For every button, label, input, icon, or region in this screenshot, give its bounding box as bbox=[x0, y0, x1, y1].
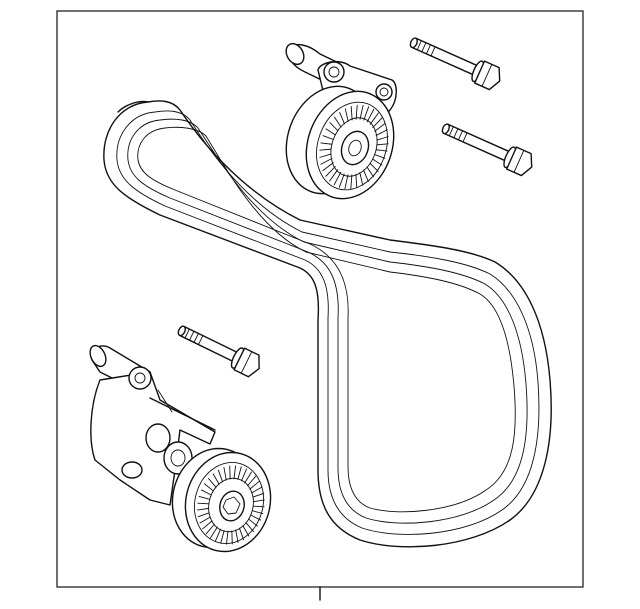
pulley-rib bbox=[329, 122, 339, 132]
pulley-rib bbox=[249, 480, 260, 490]
bolt-lower bbox=[177, 325, 260, 378]
pulley-rib bbox=[248, 518, 258, 527]
pulley-rib bbox=[376, 143, 389, 146]
idler-pulley-upper bbox=[285, 42, 397, 200]
pulley-rib bbox=[214, 528, 222, 542]
pulley-rib bbox=[235, 529, 239, 543]
pulley-rib bbox=[237, 466, 242, 480]
pulley-rib bbox=[350, 105, 353, 121]
pulley-rib bbox=[344, 108, 349, 123]
pulley-rib bbox=[233, 465, 237, 480]
pulley-rib bbox=[240, 468, 248, 482]
pulley-rib bbox=[338, 173, 345, 188]
pulley-rib bbox=[339, 111, 345, 125]
pulley-rib bbox=[375, 149, 388, 152]
belt-tensioner-assembly bbox=[89, 344, 272, 553]
pulley-rib bbox=[220, 530, 225, 544]
pulley-rib bbox=[369, 162, 379, 172]
pulley-rib bbox=[366, 166, 374, 178]
pulley-rib bbox=[359, 171, 364, 186]
pulley-rib bbox=[359, 104, 364, 120]
pulley-rib bbox=[372, 158, 383, 166]
pulley-rib bbox=[319, 153, 332, 158]
pulley-rib bbox=[350, 174, 353, 190]
pulley-rib bbox=[242, 525, 250, 537]
pulley-rib bbox=[333, 171, 342, 186]
pulley-rib bbox=[374, 122, 386, 132]
pulley-rib bbox=[319, 148, 332, 151]
pulley-rib bbox=[251, 486, 263, 494]
pulley-rib bbox=[325, 166, 336, 177]
pulley-rib bbox=[212, 473, 220, 485]
pulley-rib bbox=[320, 158, 333, 165]
pulley-rib bbox=[322, 135, 334, 140]
pulley-rib bbox=[205, 523, 215, 535]
pulley-rib bbox=[250, 514, 262, 521]
pulley-rib bbox=[375, 129, 388, 136]
pulley-rib bbox=[329, 169, 339, 182]
pulley-rib bbox=[355, 173, 358, 189]
pulley-rib bbox=[252, 492, 265, 498]
pulley-rib bbox=[334, 116, 342, 128]
pulley-rib bbox=[199, 516, 211, 524]
bolt-upper-1 bbox=[409, 37, 501, 91]
serpentine-belt bbox=[103, 100, 552, 548]
pulley-rib bbox=[244, 471, 252, 484]
pulley-rib bbox=[247, 475, 257, 487]
pulley-rib bbox=[223, 467, 227, 481]
pulley-rib bbox=[204, 483, 214, 492]
pulley-rib bbox=[355, 104, 358, 120]
pulley-rib bbox=[363, 106, 370, 121]
pulley-rib bbox=[252, 505, 265, 508]
pulley-rib bbox=[208, 478, 217, 488]
pulley-rib bbox=[325, 128, 336, 136]
pulley-rib bbox=[198, 496, 211, 500]
pulley-rib bbox=[245, 522, 254, 532]
pulley-rib bbox=[369, 112, 379, 125]
pulley-rib bbox=[202, 520, 213, 530]
pulley-rib bbox=[197, 512, 210, 518]
pulley-rib bbox=[197, 507, 210, 511]
pulley-rib bbox=[320, 142, 333, 145]
pulley-rib bbox=[374, 154, 386, 159]
pulley-rib bbox=[238, 527, 245, 541]
pulley-rib bbox=[225, 530, 229, 545]
pulley-rib bbox=[210, 526, 218, 539]
pulley-rib bbox=[197, 502, 210, 505]
bolt-upper-2 bbox=[441, 123, 533, 177]
pulley-rib bbox=[372, 117, 383, 128]
pulley-rib bbox=[344, 174, 349, 190]
pulley-rib bbox=[322, 162, 334, 172]
pulley-rib bbox=[363, 169, 369, 183]
pulley-rib bbox=[251, 510, 264, 514]
pulley-rib bbox=[200, 489, 212, 496]
pulley-rib bbox=[376, 136, 389, 141]
pulley-rib bbox=[252, 499, 265, 503]
pulley-rib bbox=[217, 469, 224, 483]
pulley-rib bbox=[366, 108, 375, 123]
